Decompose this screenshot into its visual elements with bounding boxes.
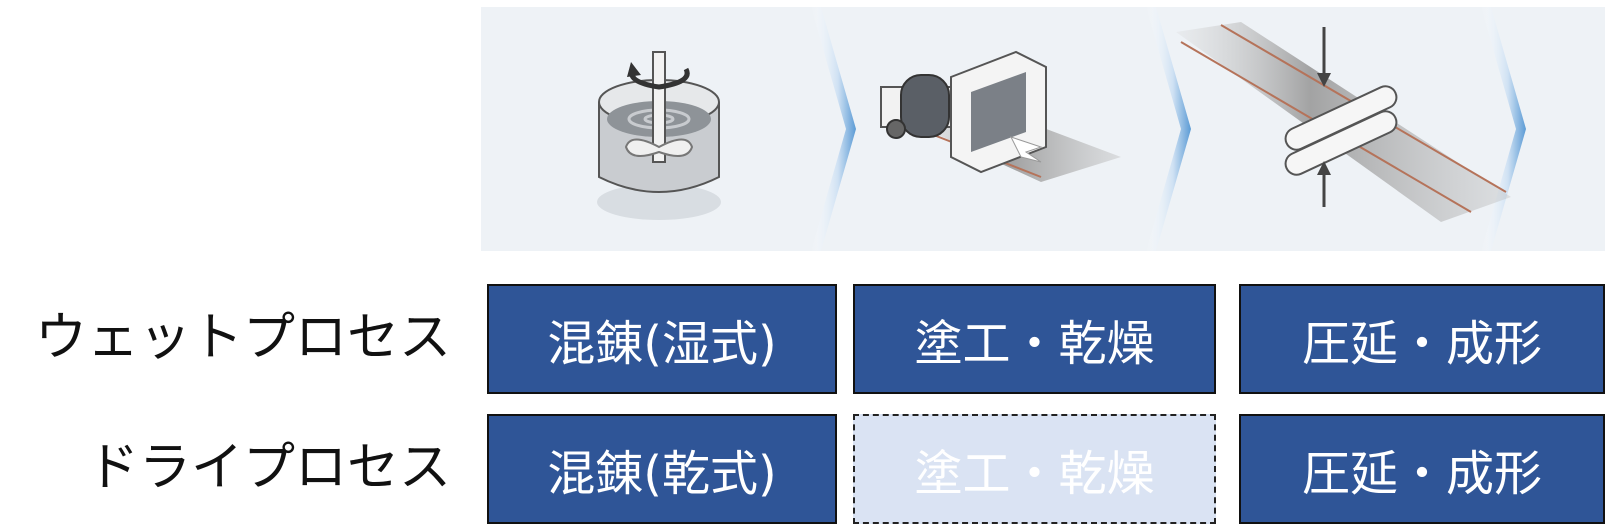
- dry-step-coating-drying-skipped: 塗工・乾燥: [853, 414, 1216, 524]
- wet-step-coating-drying: 塗工・乾燥: [853, 284, 1216, 394]
- chevron-arrow-icon: [1481, 7, 1526, 251]
- roll-press-icon: [1176, 22, 1511, 222]
- step-label: 圧延・成形: [1301, 446, 1542, 502]
- row-label-dry-process: ドライプロセス: [86, 438, 451, 498]
- step-label: 圧延・成形: [1301, 316, 1542, 372]
- dry-step-rolling-forming: 圧延・成形: [1239, 414, 1605, 524]
- dry-step-mixing: 混錬(乾式): [487, 414, 837, 524]
- step-label: 混錬(湿式): [547, 316, 777, 372]
- coater-dryer-icon: [880, 50, 1121, 182]
- wet-step-mixing: 混錬(湿式): [487, 284, 837, 394]
- step-label: 塗工・乾燥: [914, 446, 1155, 502]
- step-label: 混錬(乾式): [547, 446, 777, 502]
- process-illustration: [481, 7, 1605, 251]
- chevron-arrow-icon: [811, 7, 856, 251]
- row-label-wet-process: ウェットプロセス: [34, 308, 451, 368]
- chevron-arrow-icon: [1146, 7, 1191, 251]
- mixer-tank-icon: [597, 51, 721, 220]
- wet-step-rolling-forming: 圧延・成形: [1239, 284, 1605, 394]
- step-label: 塗工・乾燥: [914, 316, 1155, 372]
